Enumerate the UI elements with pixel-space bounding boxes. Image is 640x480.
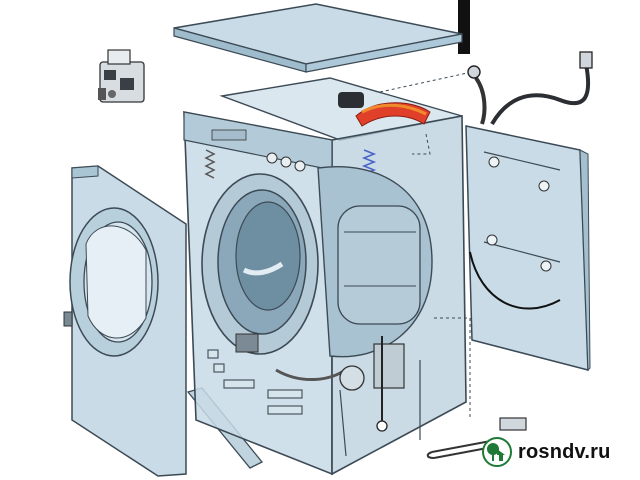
guide-lines bbox=[379, 71, 473, 420]
watermark: rosndv.ru bbox=[482, 436, 638, 468]
watermark-text: rosndv.ru bbox=[518, 440, 611, 463]
top-lid bbox=[173, 3, 463, 73]
black-bar bbox=[458, 0, 470, 54]
inlet-hose bbox=[467, 51, 593, 126]
programmer-module bbox=[98, 49, 145, 103]
house-tree-icon bbox=[482, 437, 512, 467]
cabinet-body bbox=[183, 77, 467, 476]
rear-panel bbox=[465, 125, 591, 372]
front-panel bbox=[63, 165, 187, 477]
heater-element bbox=[338, 92, 431, 127]
